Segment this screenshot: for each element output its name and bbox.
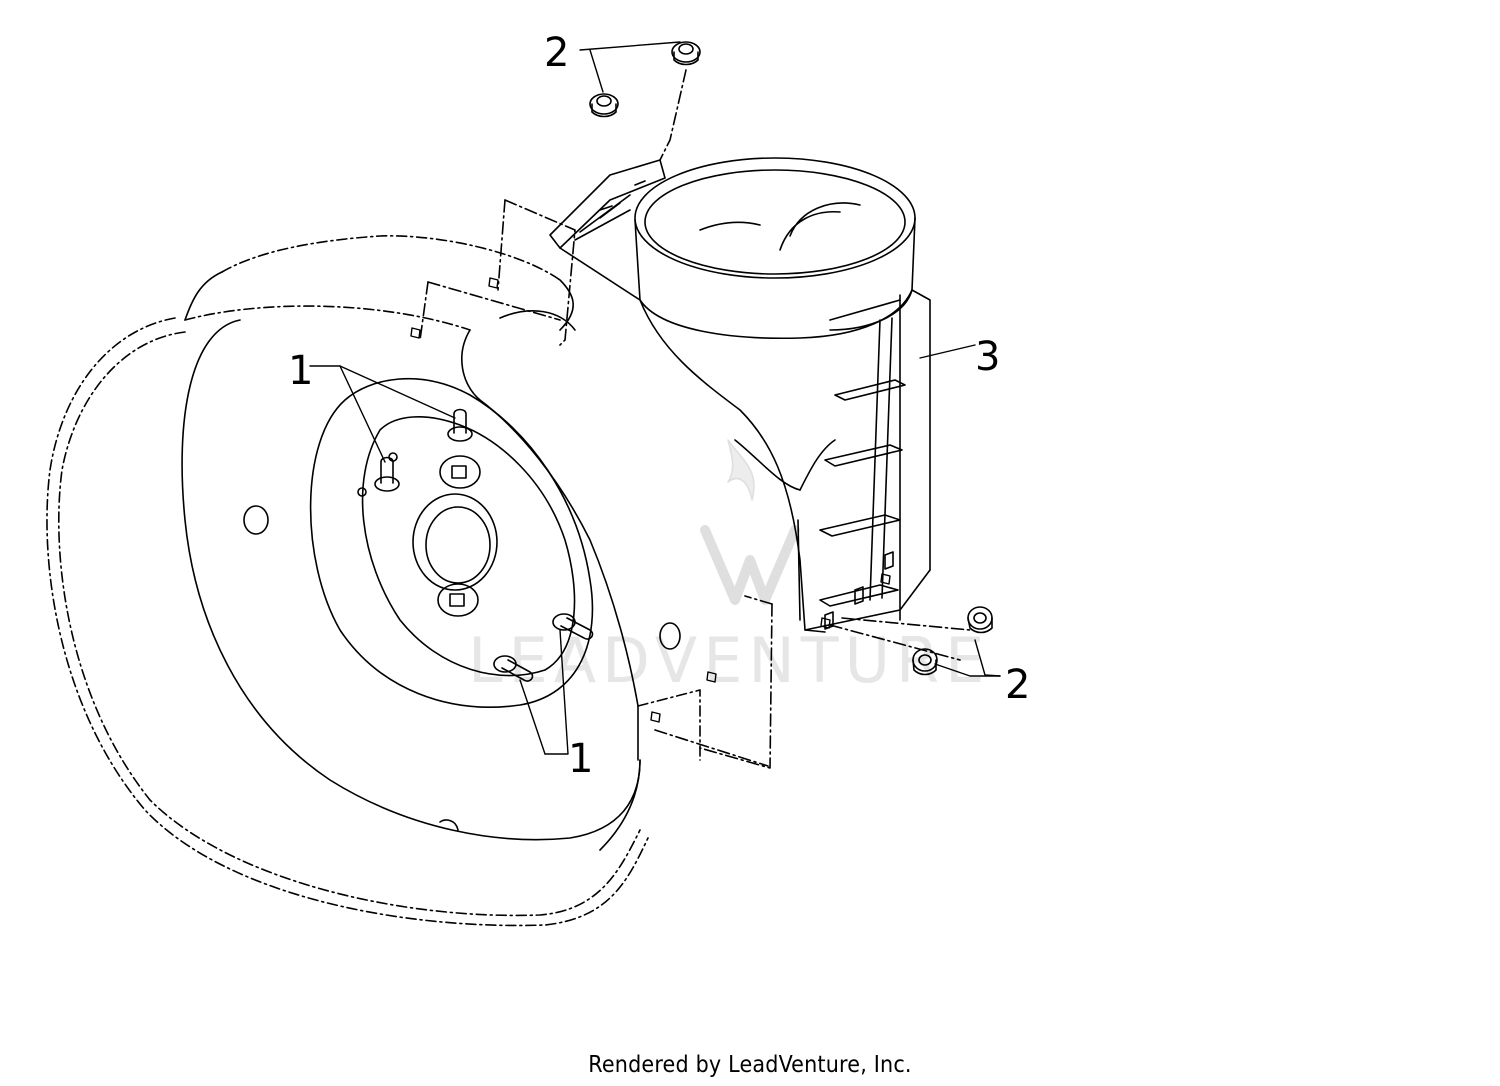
callout-part-3: 3	[975, 334, 1000, 380]
nut-right-upper	[967, 606, 993, 634]
leader-lines	[309, 41, 1001, 755]
watermark-logo	[700, 439, 800, 605]
flange-nuts	[589, 41, 993, 676]
nut-right-lower	[912, 648, 938, 676]
drum-housing	[46, 235, 701, 927]
callout-part-1-upper: 1	[288, 348, 313, 394]
watermark-text: LEADVENTURE	[468, 624, 990, 697]
phantom-outline	[419, 199, 971, 769]
callout-part-2-top: 2	[544, 30, 569, 76]
callout-part-2-right: 2	[1005, 662, 1030, 708]
stud-upper-left	[374, 456, 400, 492]
footer-credit: Rendered by LeadVenture, Inc.	[588, 1052, 912, 1078]
nut-top-left	[589, 93, 619, 118]
discharge-chute	[549, 157, 976, 633]
hub-plate	[309, 377, 594, 708]
stud-lower-left	[493, 655, 534, 682]
stud-upper-right	[447, 408, 473, 442]
callout-part-1-lower: 1	[568, 736, 593, 782]
stud-lower-right	[552, 613, 594, 640]
stud-bolts	[374, 408, 594, 682]
nut-top-right	[671, 41, 701, 66]
